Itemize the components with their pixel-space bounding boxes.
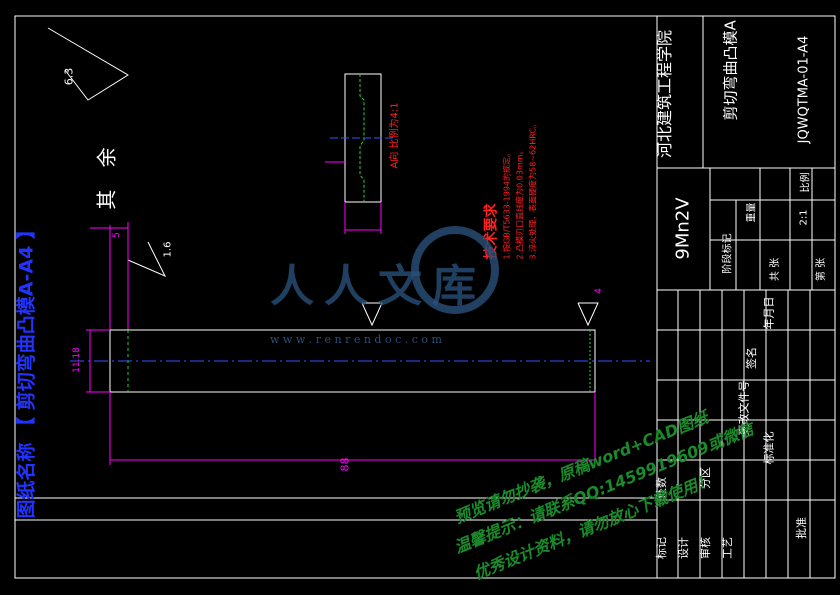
surface-finish-top-symbol xyxy=(47,27,129,101)
watermark-url: w w w . r e n r e n d o c . c o m xyxy=(270,333,442,346)
title-block-left-strip xyxy=(15,497,657,521)
row-label-review: 审核 xyxy=(699,537,712,559)
view-arrow-left xyxy=(361,302,383,327)
punch-body xyxy=(70,329,650,393)
tech-requirements-title: 技术要求 xyxy=(483,203,500,260)
row-extra-approve: 批准 xyxy=(795,517,808,539)
drawing-name-banner: 图纸名称 【 剪切弯曲凸模A-A4 】 xyxy=(12,219,39,519)
tech-req-item-1: 1.按GB/T5633-1994的规定。 xyxy=(502,148,512,260)
scale-value: 2:1 xyxy=(798,209,810,226)
col-signature: 签名 xyxy=(745,347,758,369)
dim-left-small-value: 5 xyxy=(111,232,122,238)
row-label-design: 设计 xyxy=(677,537,690,559)
drawing-name-label: 图纸名称 xyxy=(15,442,38,519)
surface-finish-top-value: 6.3 xyxy=(62,67,76,86)
title-block xyxy=(656,15,836,579)
scale-label: 比例 xyxy=(800,172,812,193)
dim-length-value: 88 xyxy=(338,457,352,472)
school-name: 河北建筑工程学院 xyxy=(655,30,674,159)
watermark-logo: 人人文库 xyxy=(270,261,486,312)
dim-length xyxy=(109,392,596,465)
tech-req-item-2: 2.凸模刃口直线度为0.03mm。 xyxy=(515,146,525,260)
stage-mark-label: 阶段标记 xyxy=(722,233,734,274)
sheet-total: 共 张 xyxy=(770,257,782,282)
weight-label: 重量 xyxy=(746,202,758,223)
material: 9Mn2V xyxy=(672,197,694,260)
dim-height xyxy=(86,329,110,393)
surface-finish-other: 其 余 xyxy=(94,139,119,210)
dim-right-small-value: 4 xyxy=(593,288,604,294)
dim-height-value: 11.18 xyxy=(71,347,82,373)
part-name: 剪切弯曲凸模A xyxy=(721,20,740,121)
surface-finish-side-value: 1.6 xyxy=(162,241,174,258)
tech-requirements: 技术要求 1.按GB/T5633-1994的规定。 2.凸模刃口直线度为0.03… xyxy=(481,120,540,260)
dim-left-small xyxy=(90,222,129,330)
tech-req-item-3: 3.淬火处理，表面硬度为58~62HRC。 xyxy=(528,120,538,260)
sheet-number: 第 张 xyxy=(816,257,828,282)
view-arrow-right xyxy=(577,302,599,327)
row-label-process: 工艺 xyxy=(721,537,734,559)
row-label-mark: 标记 xyxy=(655,537,668,559)
drawing-number: JQWQTMA-01-A4 xyxy=(796,35,812,144)
surface-finish-side-symbol xyxy=(127,241,167,278)
col-date: 年月日 xyxy=(762,296,776,330)
detail-view-a xyxy=(325,73,395,234)
detail-view-label: A向 比例为4:1 xyxy=(389,102,401,169)
drawing-name-title: 【 剪切弯曲凸模A-A4 】 xyxy=(15,220,38,436)
